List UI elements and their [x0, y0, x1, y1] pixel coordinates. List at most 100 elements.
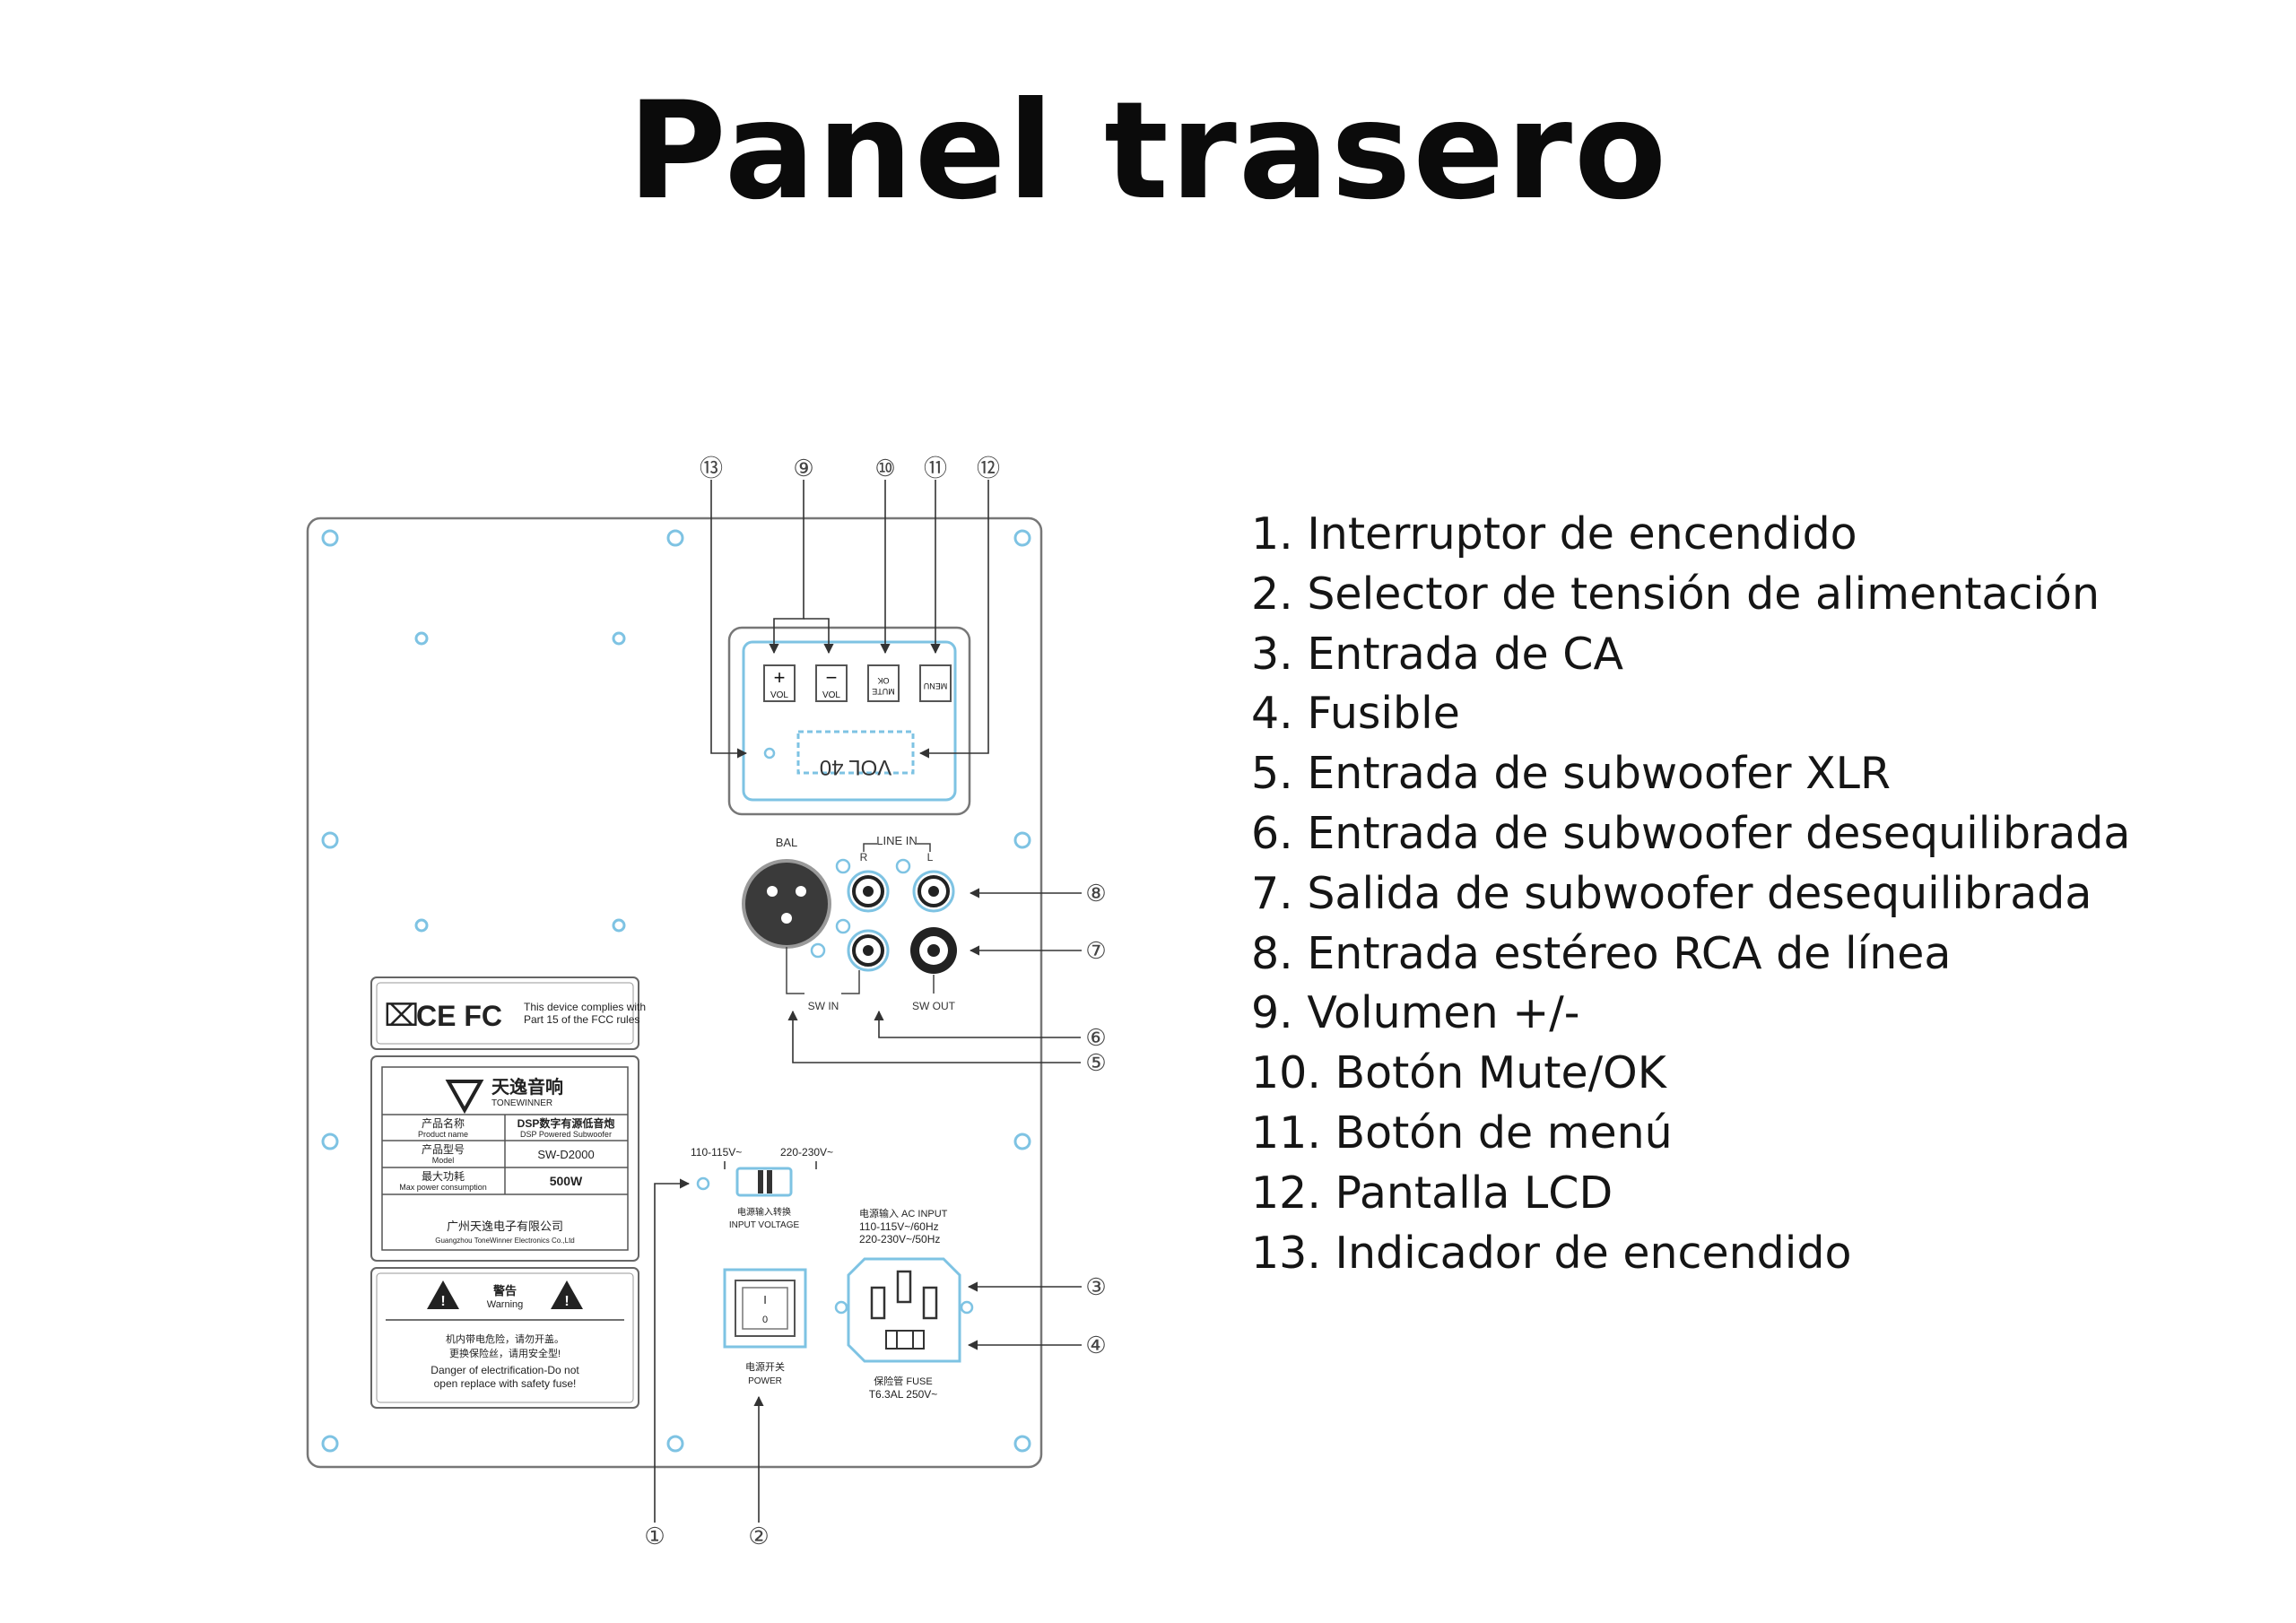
- leader-line-1: [654, 1178, 691, 1523]
- svg-text:Warning: Warning: [487, 1299, 524, 1310]
- screw-hole: [321, 1133, 339, 1150]
- power-indicator: [763, 747, 776, 759]
- callout-5: ⑤: [1085, 1049, 1106, 1076]
- screw-hole: [321, 529, 339, 547]
- legend-item: 11. Botón de menú: [1251, 1107, 1673, 1159]
- svg-text:!: !: [564, 1294, 569, 1309]
- svg-text:广州天逸电子有限公司: 广州天逸电子有限公司: [447, 1219, 563, 1233]
- svg-text:SW-D2000: SW-D2000: [537, 1148, 594, 1161]
- callout-numbers: ⑬ ⑨ ⑩ ⑪ ⑫ ⑧ ⑦ ⑥ ⑤ ③ ④ ① ②: [644, 455, 1106, 1549]
- mounting-holes: [321, 529, 1031, 1453]
- legend-item: 4. Fusible: [1251, 688, 1460, 740]
- legend-item: 6. Entrada de subwoofer desequilibrada: [1251, 807, 2131, 859]
- svg-text:Part 15 of the FCC rules: Part 15 of the FCC rules: [524, 1013, 639, 1026]
- svg-text:最大功耗: 最大功耗: [422, 1170, 465, 1183]
- product-label: 天逸音响 TONEWINNER 产品名称 Product name DSP数字有…: [370, 1055, 639, 1262]
- svg-text:产品名称: 产品名称: [422, 1116, 465, 1130]
- callout-1: ①: [644, 1523, 665, 1549]
- rca-line-in-right: [847, 870, 890, 913]
- svg-text:机内带电危险，请勿开盖。: 机内带电危险，请勿开盖。: [446, 1332, 564, 1345]
- screw-hole: [666, 1435, 684, 1453]
- legend-item: 1. Interruptor de encendido: [1251, 508, 1857, 560]
- screw-hole: [321, 831, 339, 849]
- line-in-label: LINE IN: [876, 834, 918, 847]
- svg-text:open replace with safety fuse!: open replace with safety fuse!: [434, 1377, 577, 1390]
- legend-item: 2. Selector de tensión de alimentación: [1251, 568, 2100, 620]
- legend-item: 13. Indicador de encendido: [1251, 1227, 1852, 1279]
- tonewinner-logo-icon: [445, 1080, 484, 1115]
- callout-4: ④: [1085, 1332, 1106, 1358]
- control-module: [727, 626, 971, 816]
- mute-ok-button[interactable]: OK MUTE: [867, 664, 900, 702]
- leader-line-9a: [769, 480, 804, 655]
- screw-hole: [612, 918, 626, 933]
- callout-8: ⑧: [1085, 880, 1106, 907]
- vol-plus-button[interactable]: + VOL: [763, 664, 796, 702]
- leader-line-6: [874, 1010, 1081, 1038]
- svg-text:电源输入 AC INPUT: 电源输入 AC INPUT: [859, 1207, 948, 1219]
- svg-text:Model: Model: [432, 1156, 455, 1165]
- lcd-display: VOL 40: [796, 730, 915, 779]
- callout-6: ⑥: [1085, 1024, 1106, 1051]
- leader-line-12: [918, 480, 989, 759]
- svg-text:更换保险丝，请用安全型!: 更换保险丝，请用安全型!: [449, 1347, 561, 1359]
- rca-sw-in: [847, 929, 890, 972]
- menu-button[interactable]: MENU: [919, 664, 952, 702]
- bal-label: BAL: [776, 836, 798, 849]
- legend-item: 5. Entrada de subwoofer XLR: [1251, 748, 1892, 800]
- svg-text:0: 0: [762, 1315, 768, 1325]
- svg-text:电源开关: 电源开关: [745, 1360, 785, 1373]
- warning-triangle-icon: [551, 1280, 583, 1309]
- sw-out-label: SW OUT: [912, 1000, 956, 1012]
- legend-item: 10. Botón Mute/OK: [1251, 1047, 1666, 1099]
- leader-line-13: [710, 480, 748, 759]
- legend-item: 3. Entrada de CA: [1251, 628, 1623, 680]
- callout-13: ⑬: [700, 455, 723, 482]
- page-title: Panel trasero: [627, 74, 1669, 230]
- svg-text:Guangzhou ToneWinner Electroni: Guangzhou ToneWinner Electronics Co.,Ltd: [435, 1237, 575, 1245]
- legend-list: 1. Interruptor de encendido 2. Selector …: [1251, 505, 2130, 1283]
- callout-7: ⑦: [1085, 937, 1106, 964]
- legend-item: 7. Salida de subwoofer desequilibrada: [1251, 867, 2092, 919]
- rca-line-in-left: [912, 870, 955, 913]
- legend-item: 12. Pantalla LCD: [1251, 1167, 1613, 1219]
- svg-text:OK: OK: [877, 676, 889, 685]
- voltage-low-label: 110-115V~: [691, 1146, 742, 1159]
- leader-line-5: [787, 1010, 1081, 1063]
- svg-text:警告: 警告: [493, 1284, 517, 1298]
- svg-text:INPUT VOLTAGE: INPUT VOLTAGE: [729, 1220, 800, 1230]
- screw-hole: [1013, 1133, 1031, 1150]
- compliance-label: ⌧ CE FC This device complies with Part 1…: [370, 976, 646, 1050]
- svg-text:POWER: POWER: [748, 1376, 782, 1386]
- weee-icon: ⌧: [384, 999, 419, 1033]
- svg-text:VOL: VOL: [770, 690, 788, 700]
- svg-text:This device complies with: This device complies with: [524, 1001, 646, 1013]
- screw-hole: [1013, 529, 1031, 547]
- svg-text:CE FC: CE FC: [416, 1000, 502, 1032]
- xlr-input: [742, 859, 831, 949]
- voltage-selector[interactable]: [735, 1167, 793, 1197]
- callout-9: ⑨: [793, 455, 813, 482]
- screw-hole: [1013, 1435, 1031, 1453]
- legend-item: 8. Entrada estéreo RCA de línea: [1251, 927, 1952, 979]
- svg-text:保险管 FUSE: 保险管 FUSE: [874, 1375, 932, 1387]
- svg-text:T6.3AL 250V~: T6.3AL 250V~: [869, 1388, 938, 1401]
- svg-text:Product name: Product name: [418, 1130, 468, 1139]
- callout-3: ③: [1085, 1273, 1106, 1300]
- rca-sw-out: [910, 927, 957, 974]
- l-label: L: [927, 851, 934, 864]
- svg-text:VOL: VOL: [822, 690, 840, 700]
- vol-minus-button[interactable]: − VOL: [815, 664, 848, 702]
- screw-hole: [1013, 831, 1031, 849]
- callout-2: ②: [748, 1523, 769, 1549]
- svg-text:VOL 40: VOL 40: [820, 755, 892, 779]
- callout-10: ⑩: [874, 455, 895, 482]
- svg-text:天逸音响: 天逸音响: [491, 1076, 563, 1098]
- svg-text:−: −: [826, 666, 838, 689]
- svg-text:MUTE: MUTE: [872, 687, 895, 696]
- svg-text:MENU: MENU: [924, 681, 948, 690]
- svg-text:DSP数字有源低音炮: DSP数字有源低音炮: [517, 1116, 615, 1130]
- power-switch[interactable]: I 0: [723, 1268, 807, 1349]
- screw-hole: [321, 1435, 339, 1453]
